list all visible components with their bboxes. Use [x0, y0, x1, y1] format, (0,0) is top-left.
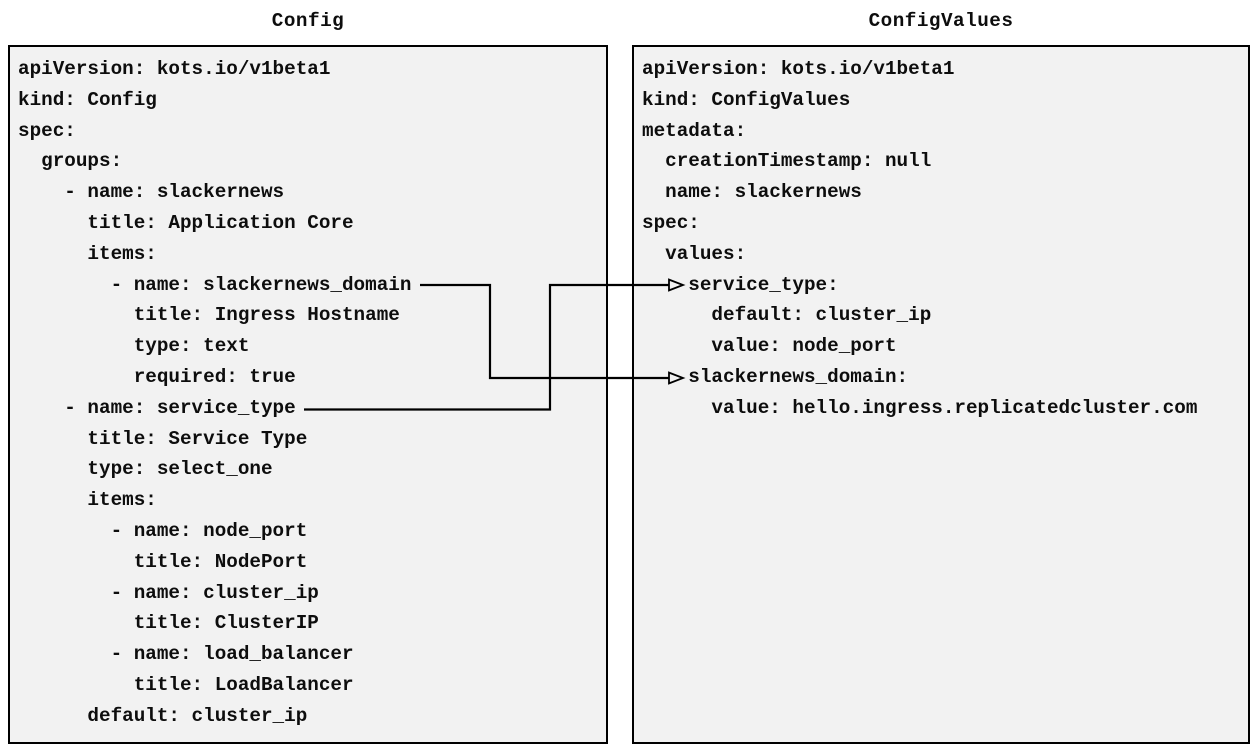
yaml-line: name: slackernews	[642, 181, 862, 204]
yaml-line: - name: load_balancer	[18, 643, 354, 666]
yaml-line: kind: Config	[18, 88, 157, 111]
config-panel: apiVersion: kots.io/v1beta1 kind: Config…	[8, 45, 608, 744]
yaml-line: title: NodePort	[18, 550, 308, 573]
configvalues-yaml-code: apiVersion: kots.io/v1beta1 kind: Config…	[634, 47, 1248, 424]
yaml-line: spec:	[642, 211, 700, 234]
yaml-line: required: true	[18, 365, 296, 388]
yaml-line: title: LoadBalancer	[18, 673, 354, 696]
yaml-line: apiVersion: kots.io/v1beta1	[18, 58, 331, 80]
config-yaml-code: apiVersion: kots.io/v1beta1 kind: Config…	[10, 47, 606, 732]
config-panel-title: Config	[271, 10, 345, 32]
yaml-line: value: node_port	[642, 335, 897, 358]
yaml-line: spec:	[18, 119, 76, 142]
yaml-line: default: cluster_ip	[642, 304, 932, 327]
yaml-line: - name: slackernews	[18, 181, 285, 204]
yaml-line: default: cluster_ip	[18, 704, 308, 727]
yaml-line: - name: node_port	[18, 519, 308, 542]
yaml-line: items:	[18, 489, 157, 512]
yaml-line: type: select_one	[18, 458, 273, 481]
yaml-line: groups:	[18, 150, 123, 173]
yaml-line: title: Ingress Hostname	[18, 304, 400, 327]
configvalues-panel: apiVersion: kots.io/v1beta1 kind: Config…	[632, 45, 1250, 744]
yaml-line: kind: ConfigValues	[642, 88, 851, 111]
yaml-line: metadata:	[642, 119, 747, 142]
yaml-line: apiVersion: kots.io/v1beta1	[642, 58, 955, 80]
yaml-line: title: Service Type	[18, 427, 308, 450]
yaml-line: type: text	[18, 335, 250, 358]
yaml-line: value: hello.ingress.replicatedcluster.c…	[642, 396, 1198, 419]
yaml-line: items:	[18, 242, 157, 265]
yaml-line-slackernews-domain-value: slackernews_domain:	[642, 365, 909, 388]
yaml-line: title: ClusterIP	[18, 612, 319, 635]
configvalues-panel-title: ConfigValues	[868, 10, 1014, 32]
yaml-line-service-type-value: service_type:	[642, 273, 839, 296]
yaml-line: title: Application Core	[18, 211, 354, 234]
yaml-line: values:	[642, 242, 747, 265]
yaml-line-service-type: - name: service_type	[18, 396, 296, 419]
yaml-line-slackernews-domain: - name: slackernews_domain	[18, 273, 412, 296]
yaml-line: creationTimestamp: null	[642, 150, 932, 173]
yaml-line: - name: cluster_ip	[18, 581, 319, 604]
